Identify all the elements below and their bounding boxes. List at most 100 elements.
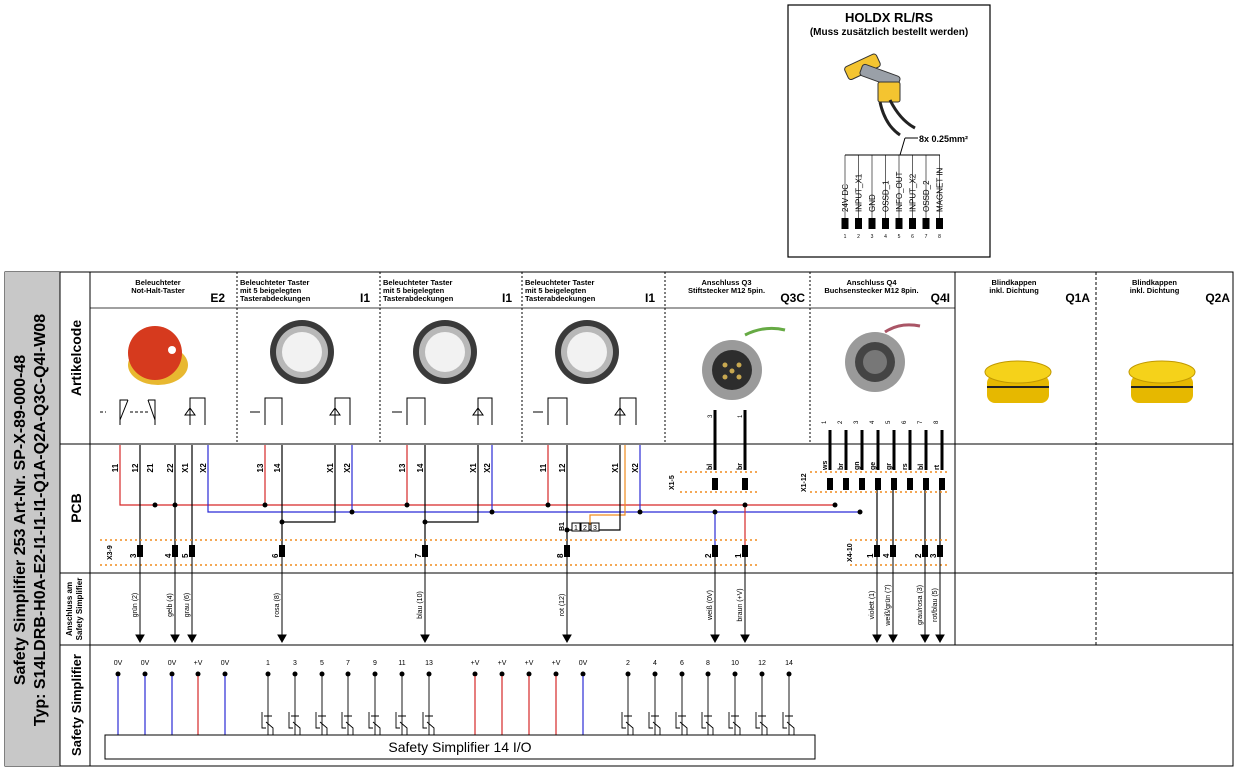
- q4-wire-label: ws: [822, 461, 829, 471]
- row-label-anschluss-2: Safety Simplifier: [75, 578, 84, 641]
- holdx-pin-label: 24V DC: [841, 184, 850, 212]
- column-code: Q1A: [1065, 291, 1090, 305]
- junction-dots: [152, 502, 863, 533]
- controller-label: Safety Simplifier 14 I/O: [388, 739, 531, 755]
- pcb-terminal-label: X1: [469, 463, 478, 473]
- q3-out-pin-number: 2: [704, 553, 713, 558]
- terminal-dot: [732, 671, 738, 677]
- column-title-line: mit 5 beigelegten: [383, 286, 445, 295]
- row-label-artikelcode: Artikelcode: [68, 320, 84, 396]
- terminal-dot: [372, 671, 378, 677]
- sidebar-line2: Typ: S14LDRB-H0A-E2-I1-I1-I1-Q1A-Q2A-Q3C…: [32, 314, 49, 726]
- pcb-terminal-label: X2: [483, 463, 492, 473]
- column-title-line: inkl. Dichtung: [989, 286, 1039, 295]
- terminal-dot: [292, 671, 298, 677]
- terminal-dot: [499, 671, 505, 677]
- pcb-terminal-label: 12: [558, 463, 567, 472]
- pcb-terminal-label: 13: [398, 463, 407, 472]
- terminal-label: 5: [320, 660, 324, 667]
- column-title-line: Beleuchteter: [135, 278, 181, 287]
- wire-color-label: grau/rosa (3): [917, 585, 924, 625]
- switch-symbols: [100, 397, 637, 425]
- holdx-pin-block: [855, 218, 862, 229]
- wire-color-label: weiß/grün (7): [885, 584, 892, 626]
- pcb-terminal-label: X1: [326, 463, 335, 473]
- column-code: Q4I: [931, 291, 950, 305]
- column-title-line: Tasterabdeckungen: [525, 294, 596, 303]
- button-image-3: [555, 320, 619, 384]
- terminal-label: 9: [373, 660, 377, 667]
- holdx-pin-number: 8: [938, 234, 941, 240]
- column-title-line: Buchsenstecker M12 8pin.: [824, 286, 918, 295]
- column-title-line: Stiftstecker M12 5pin.: [688, 286, 765, 295]
- q4-pin-number: 2: [838, 420, 844, 424]
- terminal-label: 7: [346, 660, 350, 667]
- terminal-dot: [472, 671, 478, 677]
- sidebar-line1: Safety Simplifier 253 Art-Nr. SP-X-89-00…: [12, 355, 29, 685]
- holdx-pin-label: INPUT_X1: [855, 173, 864, 212]
- io-transistor-symbol: [261, 676, 274, 735]
- m12-5pin-image: [702, 326, 786, 400]
- io-transistor-symbol: [368, 676, 381, 735]
- connector-strips: [100, 471, 950, 566]
- terminal-dot: [265, 671, 271, 677]
- column-title-line: Blindkappen: [991, 278, 1036, 287]
- terminal-label: 13: [425, 660, 433, 667]
- x3-pin-number: 8: [556, 553, 565, 558]
- terminal-dot: [705, 671, 711, 677]
- terminal-dot: [426, 671, 432, 677]
- holdx-title: HOLDX RL/RS: [845, 10, 933, 25]
- q4-pin-number: 4: [870, 420, 876, 424]
- column-title-line: mit 5 beigelegten: [525, 286, 587, 295]
- wire-color-label: braun (+V): [737, 588, 744, 621]
- wire-color-label: violett (1): [869, 591, 876, 620]
- wire-color-label: gelb (4): [167, 593, 174, 617]
- holdx-pin-block: [922, 218, 930, 229]
- connector-label: X1-5: [669, 475, 676, 490]
- terminal-dot: [115, 671, 121, 677]
- column-code: Q3C: [780, 291, 805, 305]
- estop-image: [128, 326, 188, 385]
- terminal-label: 11: [398, 660, 405, 667]
- pcb-terminal-label: 11: [111, 463, 120, 472]
- x3-pin-number: 7: [414, 553, 423, 558]
- column-title-line: Beleuchteter Taster: [525, 278, 595, 287]
- io-transistor-symbol: [422, 676, 435, 735]
- row-label-anschluss-1: Anschluss am: [65, 582, 74, 636]
- holdx-pin-number: 6: [911, 234, 914, 240]
- holdx-pin-label: GND: [868, 194, 877, 212]
- q4-pin-number: 6: [902, 420, 908, 424]
- terminal-label: 8: [706, 660, 710, 667]
- holdx-pin-block: [909, 218, 916, 229]
- holdx-pin-number: 7: [925, 234, 928, 240]
- column-title-line: Tasterabdeckungen: [240, 294, 311, 303]
- io-transistor-symbol: [395, 676, 408, 735]
- io-transistor-symbol: [621, 676, 634, 735]
- terminal-label: +V: [525, 660, 534, 667]
- column-code: I1: [645, 291, 655, 305]
- terminal-label: 3: [293, 660, 297, 667]
- terminal-label: 2: [626, 660, 630, 667]
- wire-color-label: weiß (0V): [707, 590, 714, 621]
- connector-label: X1-12: [801, 473, 808, 492]
- io-transistor-symbol: [701, 676, 714, 735]
- holdx-pin-label: OSSD_1: [882, 180, 891, 212]
- column-title-line: Beleuchteter Taster: [383, 278, 453, 287]
- pcb-terminal-label: X1: [181, 463, 190, 473]
- terminal-label: +V: [471, 660, 480, 667]
- x4-pin-number: 1: [866, 553, 875, 558]
- io-transistor-symbol: [755, 676, 768, 735]
- q4-wire-label: gr: [886, 463, 893, 470]
- column-code: E2: [210, 291, 225, 305]
- holdx-pin-number: 5: [898, 234, 901, 240]
- svg-text:3: 3: [593, 525, 597, 532]
- q4-wire-label: gn: [854, 461, 861, 470]
- terminal-label: +V: [498, 660, 507, 667]
- pcb-terminal-label: 13: [256, 463, 265, 472]
- pcb-terminal-label: 14: [273, 463, 282, 472]
- x4-pin-number: 3: [929, 553, 938, 558]
- q3-out-pin-number: 1: [734, 553, 743, 558]
- button-image-2: [413, 320, 477, 384]
- row-label-safety: Safety Simplifier: [69, 654, 84, 756]
- terminal-label: 14: [785, 660, 793, 667]
